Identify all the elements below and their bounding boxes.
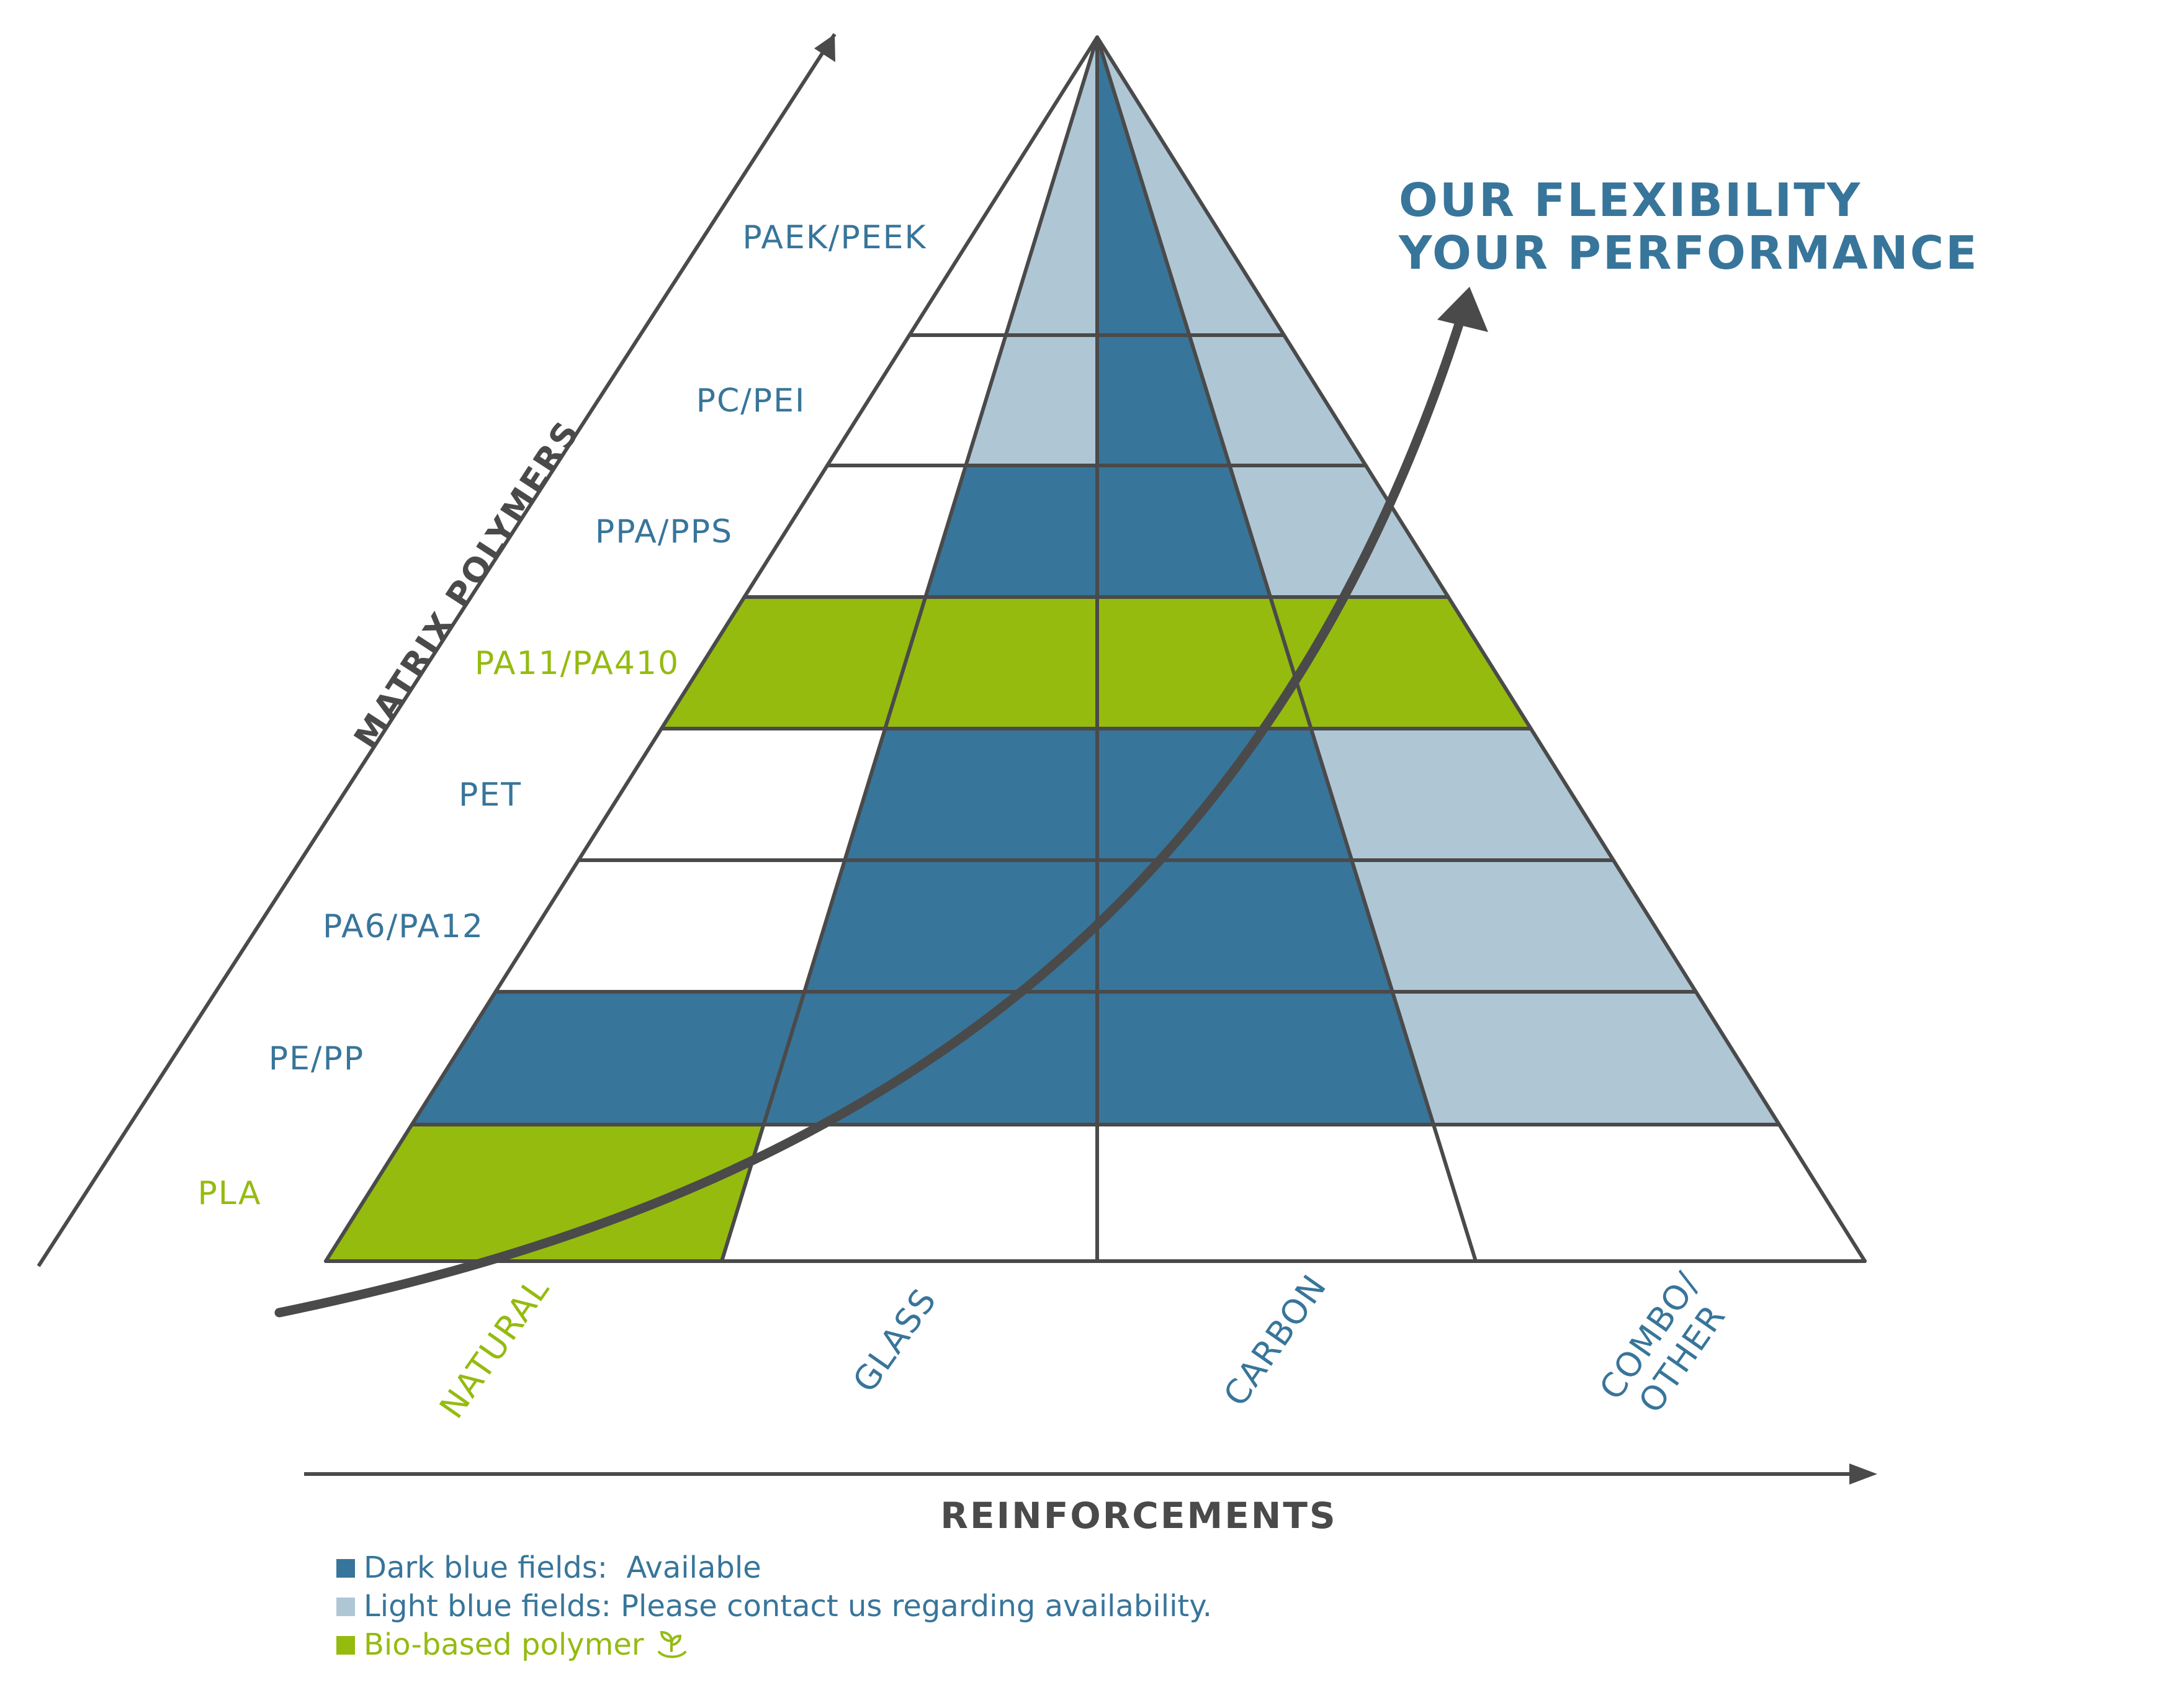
cell-ppa-pps-carbon — [1097, 465, 1271, 597]
cell-ppa-pps-natural — [744, 465, 966, 597]
cell-pc-pei-natural — [827, 335, 1006, 465]
reinforcements-arrowhead — [1849, 1463, 1877, 1485]
matrix-polymers-arrowhead — [814, 34, 835, 62]
cell-pa6-pa12-combo — [1352, 860, 1696, 992]
cell-pet-natural — [578, 729, 886, 860]
slogan-line-2: YOUR PERFORMANCE — [1398, 227, 1979, 280]
legend-swatch-contact — [336, 1598, 355, 1616]
cell-ppa-pps-combo — [1229, 465, 1448, 597]
grid-line-column-4 — [1095, 35, 1867, 1263]
cell-pe-pp-combo — [1392, 992, 1779, 1125]
legend-swatch-available — [336, 1559, 355, 1578]
cell-pla-combo — [1433, 1125, 1865, 1261]
reinforcement-label-combo: COMBO/OTHER — [1592, 1265, 1740, 1430]
cell-pa6-pa12-glass — [804, 860, 1097, 992]
performance-curve-arrowhead — [1437, 287, 1488, 332]
polymer-label-ppa-pps: PPA/PPS — [595, 513, 733, 551]
cell-pla-carbon — [1097, 1125, 1476, 1261]
legend: Dark blue fields: Available Light blue f… — [336, 1550, 1212, 1662]
reinforcement-label-natural: NATURAL — [432, 1270, 557, 1426]
cell-pet-carbon — [1097, 729, 1352, 860]
cell-pe-pp-carbon — [1097, 992, 1434, 1125]
cell-pla-natural — [326, 1125, 764, 1261]
cell-pa11-pa410-natural — [661, 597, 926, 729]
cell-pc-pei-glass — [966, 335, 1097, 465]
cell-pc-pei-carbon — [1097, 335, 1230, 465]
cell-pa6-pa12-natural — [495, 860, 845, 992]
polymer-label-pe-pp: PE/PP — [269, 1040, 364, 1077]
cell-pet-combo — [1311, 729, 1614, 860]
polymer-label-pla: PLA — [197, 1175, 261, 1212]
legend-swatch-bio — [336, 1636, 355, 1655]
cell-pa11-pa410-combo — [1270, 597, 1531, 729]
polymer-label-pc-pei: PC/PEI — [696, 382, 806, 420]
matrix-polymers-label: MATRIX POLYMERS — [346, 413, 588, 756]
reinforcements-label: REINFORCEMENTS — [940, 1494, 1337, 1537]
matrix-polymers-axis-arrow — [37, 33, 837, 1267]
polymer-label-pa6-pa12: PA6/PA12 — [323, 908, 484, 945]
cell-pa11-pa410-glass — [885, 597, 1097, 729]
cell-pc-pei-combo — [1189, 335, 1366, 465]
performance-curve — [274, 312, 1466, 1318]
polymer-label-pa11-pa410: PA11/PA410 — [475, 645, 680, 682]
cell-ppa-pps-glass — [925, 465, 1097, 597]
polymer-label-paek-peek: PAEK/PEEK — [742, 219, 927, 256]
cell-pet-glass — [845, 729, 1097, 860]
pyramid-grid-lines — [324, 35, 1867, 1263]
cell-pla-glass — [722, 1125, 1097, 1261]
reinforcement-column-labels: NATURAL GLASS CARBON COMBO/OTHER — [432, 1265, 1740, 1430]
grid-line-column-0 — [324, 35, 1099, 1263]
cell-pa6-pa12-carbon — [1097, 860, 1393, 992]
cell-pe-pp-natural — [411, 992, 805, 1125]
seedling-icon — [658, 1630, 686, 1658]
reinforcement-label-carbon: CARBON — [1216, 1267, 1334, 1413]
legend-label-bio: Bio-based polymer — [364, 1627, 644, 1662]
reinforcement-label-glass: GLASS — [845, 1281, 945, 1400]
cell-pa11-pa410-carbon — [1097, 597, 1311, 729]
slogan-line-1: OUR FLEXIBILITY — [1399, 174, 1862, 227]
legend-label-available: Dark blue fields: Available — [364, 1550, 761, 1585]
legend-label-contact: Light blue fields: Please contact us reg… — [364, 1589, 1212, 1624]
grid-line-column-3 — [1095, 35, 1478, 1263]
grid-line-column-1 — [720, 35, 1099, 1263]
polymer-label-pet: PET — [459, 776, 522, 814]
